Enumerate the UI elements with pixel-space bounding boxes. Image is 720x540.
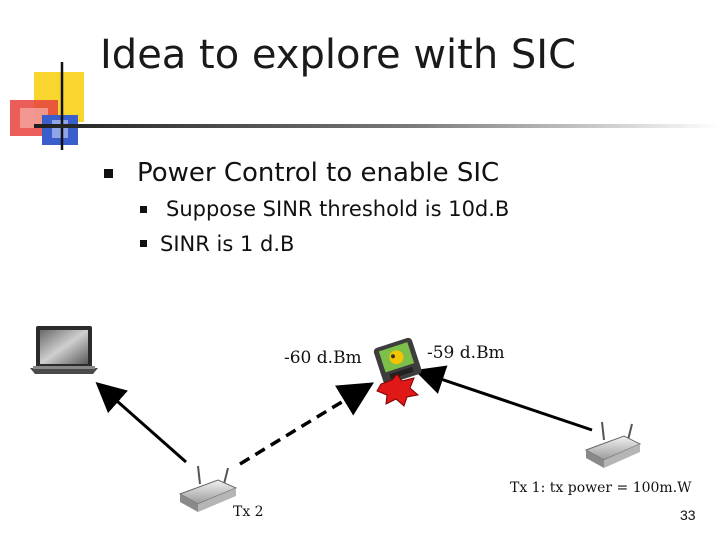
slide-title: Idea to explore with SIC [100,32,576,78]
bullet-level2: Suppose SINR threshold is 10d.B [166,197,509,221]
bullet-level1: Power Control to enable SIC [137,158,499,188]
wireless-router-icon [586,422,640,468]
bullet-marker [140,240,147,247]
wireless-router-icon [180,466,236,512]
dashed-arrow-tx2-to-receiver [240,386,368,464]
bullet-marker [104,169,113,178]
tx1-label: Tx 1: tx power = 100m.W [510,480,692,496]
arrow-tx2-to-laptop [100,386,186,462]
title-underline [34,124,720,128]
page-number: 33 [680,507,696,523]
bullet-marker [140,206,147,213]
tx2-label: Tx 2 [233,504,264,520]
title-decoration [0,0,720,160]
laptop-icon [30,326,98,374]
network-diagram [0,300,720,540]
bullet-level2: SINR is 1 d.B [160,232,294,256]
signal-label-left: -60 d.Bm [284,348,362,368]
arrow-tx1-to-receiver [420,372,592,430]
signal-label-right: -59 d.Bm [427,343,505,363]
